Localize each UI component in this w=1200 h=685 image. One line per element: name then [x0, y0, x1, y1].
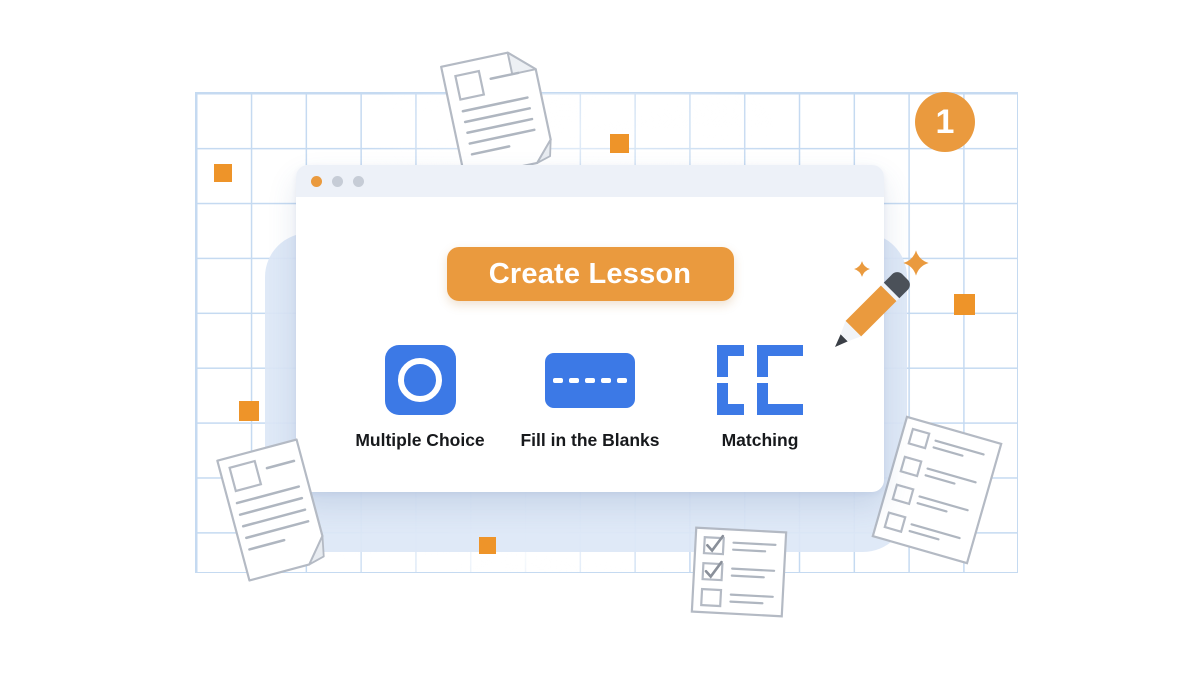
checkmark-icon — [706, 534, 725, 553]
dash — [569, 377, 579, 383]
paper-image-box — [228, 459, 263, 493]
checkmark-icon — [704, 560, 723, 579]
window-close-dot — [311, 175, 322, 187]
checked-list-illustration — [690, 526, 788, 618]
pencil-sparkles-illustration — [835, 250, 929, 347]
dash — [617, 377, 627, 383]
checklist-rows — [700, 534, 777, 608]
paper-fold-corner — [506, 51, 537, 76]
document-illustration — [216, 438, 325, 582]
window-maximize-dot — [353, 175, 364, 187]
paper-text-lines — [461, 71, 536, 156]
paper-image-box — [454, 69, 486, 101]
radio-circle-icon — [384, 345, 456, 415]
dashed-blank-icon — [545, 352, 635, 408]
pencil-eraser — [883, 272, 910, 299]
orange-square-decoration — [239, 401, 259, 421]
option-label: Fill in the Blanks — [520, 430, 660, 450]
dash — [553, 377, 563, 383]
paper-fold-corner — [308, 535, 325, 566]
dash — [601, 377, 611, 383]
paper-text-lines — [235, 459, 310, 551]
circle-ring — [398, 358, 442, 402]
checklist-rows — [883, 427, 985, 541]
sparkle-icon — [854, 261, 870, 277]
question-type-options: Multiple Choice Fill in the Blanks — [335, 345, 845, 451]
matching-brackets-icon — [717, 345, 803, 415]
option-matching[interactable]: Matching — [675, 345, 845, 451]
option-icon-wrap — [717, 345, 803, 415]
window-minimize-dot — [332, 175, 343, 187]
pencil-icon — [835, 272, 910, 347]
window-body: Create Lesson Multiple Choice — [296, 197, 884, 451]
option-multiple-choice[interactable]: Multiple Choice — [335, 345, 505, 451]
orange-square-decoration — [214, 164, 232, 182]
create-lesson-button[interactable]: Create Lesson — [446, 247, 734, 301]
pencil-band — [880, 282, 900, 302]
dash — [585, 377, 595, 383]
option-label: Matching — [721, 430, 799, 450]
browser-window: Create Lesson Multiple Choice — [296, 165, 884, 492]
orange-square-decoration — [479, 537, 496, 554]
paper-sheet — [440, 51, 552, 180]
sparkle-icon — [903, 250, 929, 276]
step-number: 1 — [935, 102, 955, 141]
orange-square-decoration — [610, 134, 629, 153]
document-illustration — [440, 51, 552, 180]
checklist-illustration — [871, 415, 1003, 565]
paper-sheet — [690, 526, 788, 618]
orange-square-decoration — [954, 294, 975, 315]
option-label: Multiple Choice — [355, 430, 485, 450]
option-icon-wrap — [545, 345, 635, 415]
paper-sheet — [871, 415, 1003, 565]
pencil-body — [845, 285, 897, 337]
paper-fold-corner — [536, 138, 552, 164]
window-titlebar — [296, 165, 884, 197]
step-number-badge: 1 — [915, 92, 975, 152]
pencil-graphite-tip — [835, 334, 848, 347]
option-icon-wrap — [384, 345, 456, 415]
pencil-wood — [840, 320, 862, 342]
option-fill-in-the-blanks[interactable]: Fill in the Blanks — [505, 345, 675, 451]
